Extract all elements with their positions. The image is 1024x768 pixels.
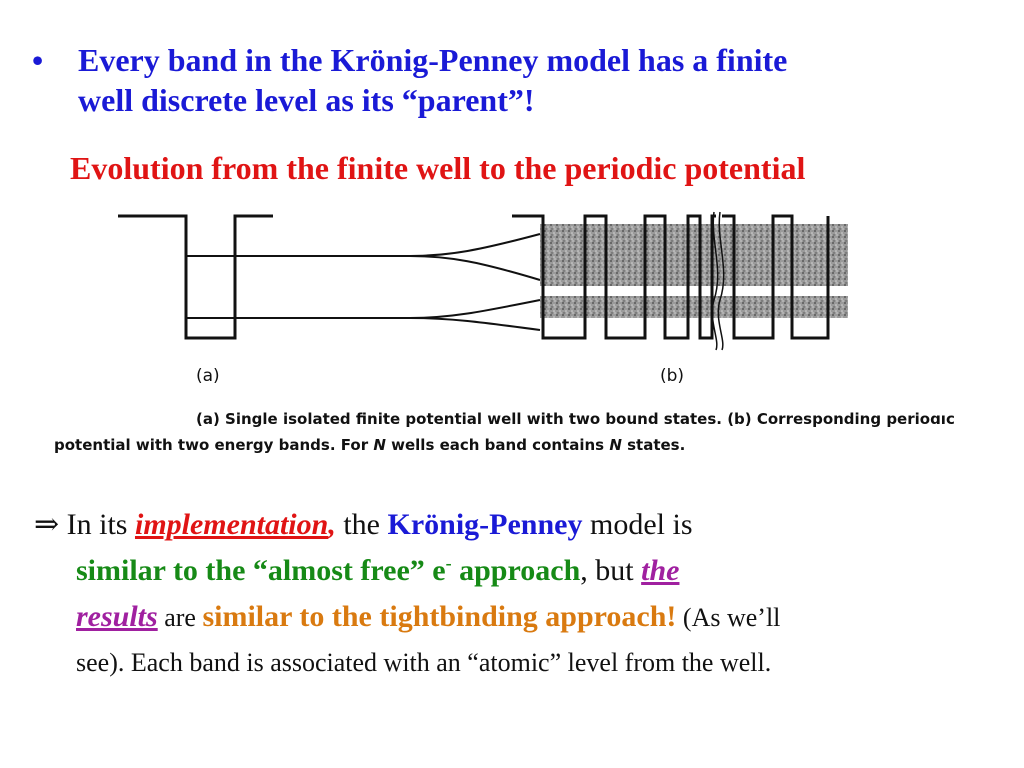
periodic-potential-outline bbox=[512, 214, 830, 340]
upper-level-line-lower-branch bbox=[409, 255, 541, 281]
figure-caption-line-2: potential with two energy bands. For N w… bbox=[54, 436, 685, 454]
figure-label-a: (a) bbox=[196, 366, 220, 386]
caption-n-symbol: N bbox=[373, 436, 386, 454]
kronig-penney-figure: (a) (b) (a) Single isolated finite poten… bbox=[40, 200, 955, 462]
body-text: are bbox=[157, 603, 203, 632]
caption-n-symbol: N bbox=[609, 436, 622, 454]
lower-energy-band bbox=[540, 296, 848, 318]
upper-level-line bbox=[186, 233, 541, 257]
caption-text: wells each band contains bbox=[385, 436, 610, 454]
finite-well-outline bbox=[118, 214, 273, 340]
body-text: model is bbox=[582, 508, 693, 541]
bullet-marker: • bbox=[32, 42, 44, 78]
body-line-1: ⇒ In its implementation, the Krönig-Penn… bbox=[34, 502, 693, 548]
body-line-3: results are similar to the tightbinding … bbox=[76, 594, 780, 641]
emphasis-kronig-penney: Krönig-Penney bbox=[387, 508, 583, 541]
implies-arrow: ⇒ bbox=[34, 508, 60, 541]
caption-text: states. bbox=[621, 436, 686, 454]
emphasis-tightbinding: similar to the tightbinding approach! bbox=[202, 600, 677, 633]
upper-energy-band bbox=[540, 224, 848, 286]
break-mark bbox=[717, 211, 725, 351]
emphasis-almost-free: similar to the “almost free” e bbox=[76, 554, 446, 587]
emphasis-approach: approach bbox=[451, 554, 581, 587]
body-text: , but bbox=[580, 554, 642, 587]
figure-label-b: (b) bbox=[660, 366, 685, 386]
subtitle: Evolution from the finite well to the pe… bbox=[70, 150, 806, 186]
lower-level-line-lower-branch bbox=[409, 317, 541, 331]
body-line-2: similar to the “almost free” e- approach… bbox=[76, 548, 679, 594]
emphasis-implementation: implementation bbox=[134, 508, 329, 541]
break-mark bbox=[711, 211, 719, 351]
emphasis-the: the bbox=[641, 554, 680, 587]
figure-diagram bbox=[118, 211, 848, 351]
body-comma: , bbox=[328, 508, 336, 541]
lower-level-line bbox=[186, 299, 541, 319]
body-line-4: see). Each band is associated with an “a… bbox=[76, 648, 772, 677]
figure-caption-line-1: (a) Single isolated finite potential wel… bbox=[196, 410, 955, 428]
bullet-text: Every band in the Krönig-Penney model ha… bbox=[78, 40, 998, 120]
body-text: In its bbox=[59, 508, 135, 541]
body-text: (As we’ll bbox=[676, 603, 781, 632]
bullet-line-2: well discrete level as its “parent”! bbox=[78, 82, 535, 118]
caption-text: potential with two energy bands. For bbox=[54, 436, 374, 454]
emphasis-results: results bbox=[76, 600, 158, 633]
bullet-line-1: Every band in the Krönig-Penney model ha… bbox=[78, 42, 788, 78]
body-text: the bbox=[335, 508, 388, 541]
electron-superscript: - bbox=[445, 553, 452, 573]
